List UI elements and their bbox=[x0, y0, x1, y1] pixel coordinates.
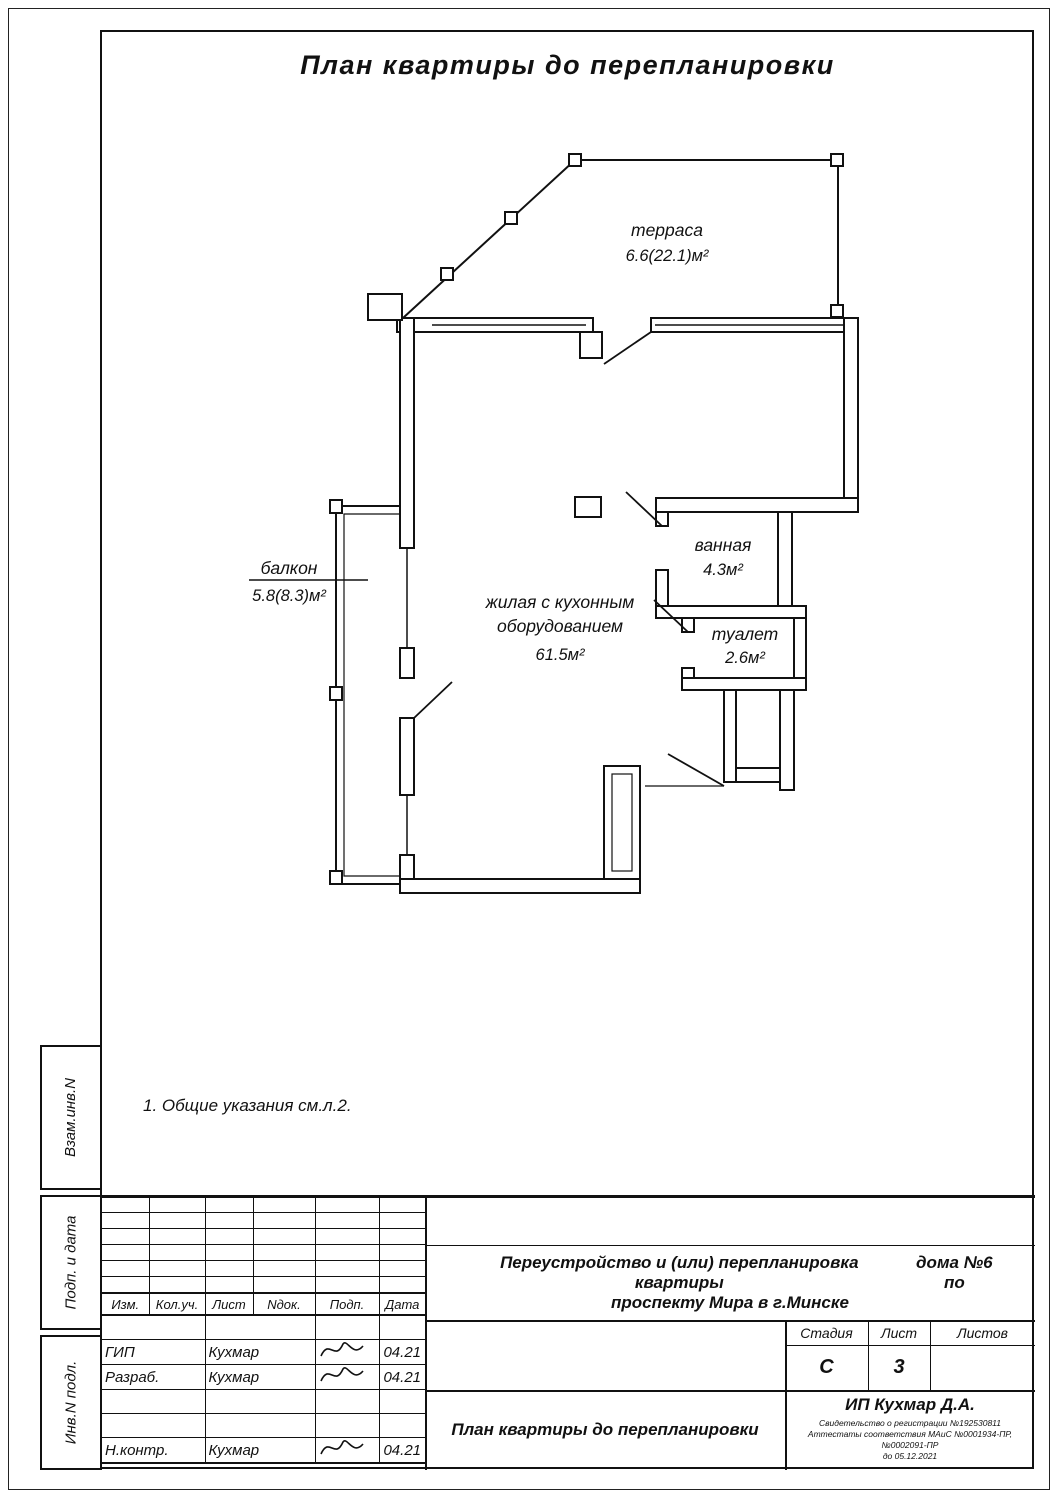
divider bbox=[868, 1320, 869, 1390]
toilet-label: туалет 2.6м² bbox=[712, 624, 778, 667]
person-name: Кухмар bbox=[204, 1437, 316, 1464]
living-name-line1: жилая с кухонным bbox=[485, 592, 635, 612]
stage-label: Стадия bbox=[800, 1324, 853, 1341]
project-line1-right: дома №6 по bbox=[916, 1252, 993, 1292]
person-name: Кухмар bbox=[204, 1339, 316, 1365]
toilet-area: 2.6м² bbox=[724, 649, 765, 667]
stamp-label: Инв.N подл. bbox=[62, 1360, 80, 1445]
sign-date: 04.21 bbox=[378, 1339, 427, 1365]
balcony-name: балкон bbox=[261, 558, 318, 578]
divider bbox=[785, 1345, 1035, 1346]
sheets-label: Листов bbox=[957, 1324, 1008, 1341]
shafts bbox=[574, 331, 641, 880]
signature-row-nkontr: Н.контр. Кухмар 04.21 bbox=[100, 1437, 427, 1464]
revision-header-row: Изм. Кол.уч. Лист Nдок. Подп. Дата bbox=[100, 1292, 427, 1316]
sign-date: 04.21 bbox=[378, 1364, 427, 1390]
divider bbox=[425, 1320, 1035, 1322]
col-ndok: Nдок. bbox=[252, 1292, 316, 1316]
project-line2: проспекту Мира в г.Минске bbox=[611, 1292, 849, 1312]
titleblock-top-line bbox=[100, 1195, 1035, 1198]
project-title-cell: Переустройство и (или) перепланировка кв… bbox=[433, 1245, 1027, 1320]
revision-row bbox=[100, 1244, 427, 1261]
signature-row-gip: ГИП Кухмар 04.21 bbox=[100, 1339, 427, 1365]
revision-row bbox=[100, 1212, 427, 1229]
stamp-label: Взам.инв.N bbox=[62, 1077, 80, 1158]
revision-row bbox=[100, 1195, 427, 1213]
signature-row-razrab: Разраб. Кухмар 04.21 bbox=[100, 1364, 427, 1390]
drawing-name-cell: План квартиры до перепланировки bbox=[451, 1420, 759, 1439]
stage-value: С bbox=[819, 1356, 834, 1378]
revision-row bbox=[100, 1276, 427, 1294]
stamp-box-inv-podl: Инв.N подл. bbox=[40, 1335, 102, 1470]
signature bbox=[314, 1437, 380, 1464]
drawing-frame bbox=[100, 30, 1034, 1469]
role: Н.контр. bbox=[100, 1437, 206, 1464]
role: Разраб. bbox=[100, 1364, 206, 1390]
col-data: Дата bbox=[378, 1292, 427, 1316]
door-leaves bbox=[413, 331, 725, 787]
signature-row bbox=[100, 1413, 427, 1438]
signature-row bbox=[100, 1389, 427, 1414]
signature-row bbox=[100, 1314, 427, 1340]
revision-table: Изм. Кол.уч. Лист Nдок. Подп. Дата ГИП К… bbox=[100, 1195, 427, 1464]
bathroom-area: 4.3м² bbox=[703, 561, 743, 579]
living-label: жилая с кухонным оборудованием 61.5м² bbox=[485, 592, 635, 664]
col-list: Лист bbox=[204, 1292, 254, 1316]
balcony-outline bbox=[335, 505, 400, 885]
title-block: Изм. Кол.уч. Лист Nдок. Подп. Дата ГИП К… bbox=[100, 1195, 1035, 1470]
sign-date: 04.21 bbox=[378, 1437, 427, 1464]
stamp-box-podp-data: Подп. и дата bbox=[40, 1195, 102, 1330]
org-cert-line2: Аттестаты соответствия МАиС №0001934-ПР,… bbox=[807, 1429, 1013, 1451]
sheet-label: Лист bbox=[880, 1324, 918, 1341]
stamp-label: Подп. и дата bbox=[62, 1215, 80, 1310]
sheets-total bbox=[930, 1345, 1035, 1390]
terrace-name: терраса bbox=[631, 220, 703, 240]
role: ГИП bbox=[100, 1339, 206, 1365]
living-area: 61.5м² bbox=[536, 646, 585, 664]
walls bbox=[367, 293, 859, 894]
terrace-outline bbox=[402, 159, 839, 319]
living-name-line2: оборудованием bbox=[497, 616, 623, 636]
sheet-number: 3 bbox=[893, 1356, 905, 1378]
divider bbox=[425, 1245, 1035, 1246]
floor-plan: терраса 6.6(22.1)м² балкон 5.8(8.3)м² жи… bbox=[249, 153, 859, 894]
divider bbox=[425, 1195, 427, 1470]
org-cert-line3: до 05.12.2021 bbox=[882, 1451, 938, 1462]
sheet-outer-border bbox=[8, 8, 1050, 1490]
col-izm: Изм. bbox=[100, 1292, 150, 1316]
stamp-box-vzam-inv: Взам.инв.N bbox=[40, 1045, 102, 1190]
project-line1: Переустройство и (или) перепланировка кв… bbox=[500, 1252, 859, 1292]
organization-cell: ИП Кухмар Д.А. Свидетельство о регистрац… bbox=[785, 1390, 1035, 1470]
terrace-label: терраса 6.6(22.1)м² bbox=[626, 220, 709, 265]
divider bbox=[930, 1320, 931, 1390]
sheet-title: План квартиры до перепланировки bbox=[300, 50, 835, 80]
organization-name: ИП Кухмар Д.А. bbox=[845, 1395, 975, 1414]
col-podp: Подп. bbox=[314, 1292, 380, 1316]
signature bbox=[314, 1364, 380, 1390]
terrace-area: 6.6(22.1)м² bbox=[626, 247, 709, 265]
bathroom-name: ванная bbox=[695, 535, 752, 555]
col-koluch: Кол.уч. bbox=[148, 1292, 206, 1316]
revision-row bbox=[100, 1228, 427, 1245]
divider bbox=[785, 1320, 787, 1470]
windows bbox=[406, 324, 844, 855]
toilet-name: туалет bbox=[712, 624, 778, 644]
general-note: 1. Общие указания см.л.2. bbox=[143, 1096, 352, 1115]
org-cert-line1: Свидетельство о регистрации №192530811 bbox=[818, 1418, 1002, 1428]
signature bbox=[314, 1339, 380, 1365]
balcony-label: балкон 5.8(8.3)м² bbox=[252, 558, 326, 605]
balcony-area: 5.8(8.3)м² bbox=[252, 587, 326, 605]
divider bbox=[425, 1390, 1035, 1392]
person-name: Кухмар bbox=[204, 1364, 316, 1390]
balcony-posts bbox=[329, 499, 343, 885]
bathroom-label: ванная 4.3м² bbox=[695, 535, 752, 579]
revision-row bbox=[100, 1260, 427, 1277]
